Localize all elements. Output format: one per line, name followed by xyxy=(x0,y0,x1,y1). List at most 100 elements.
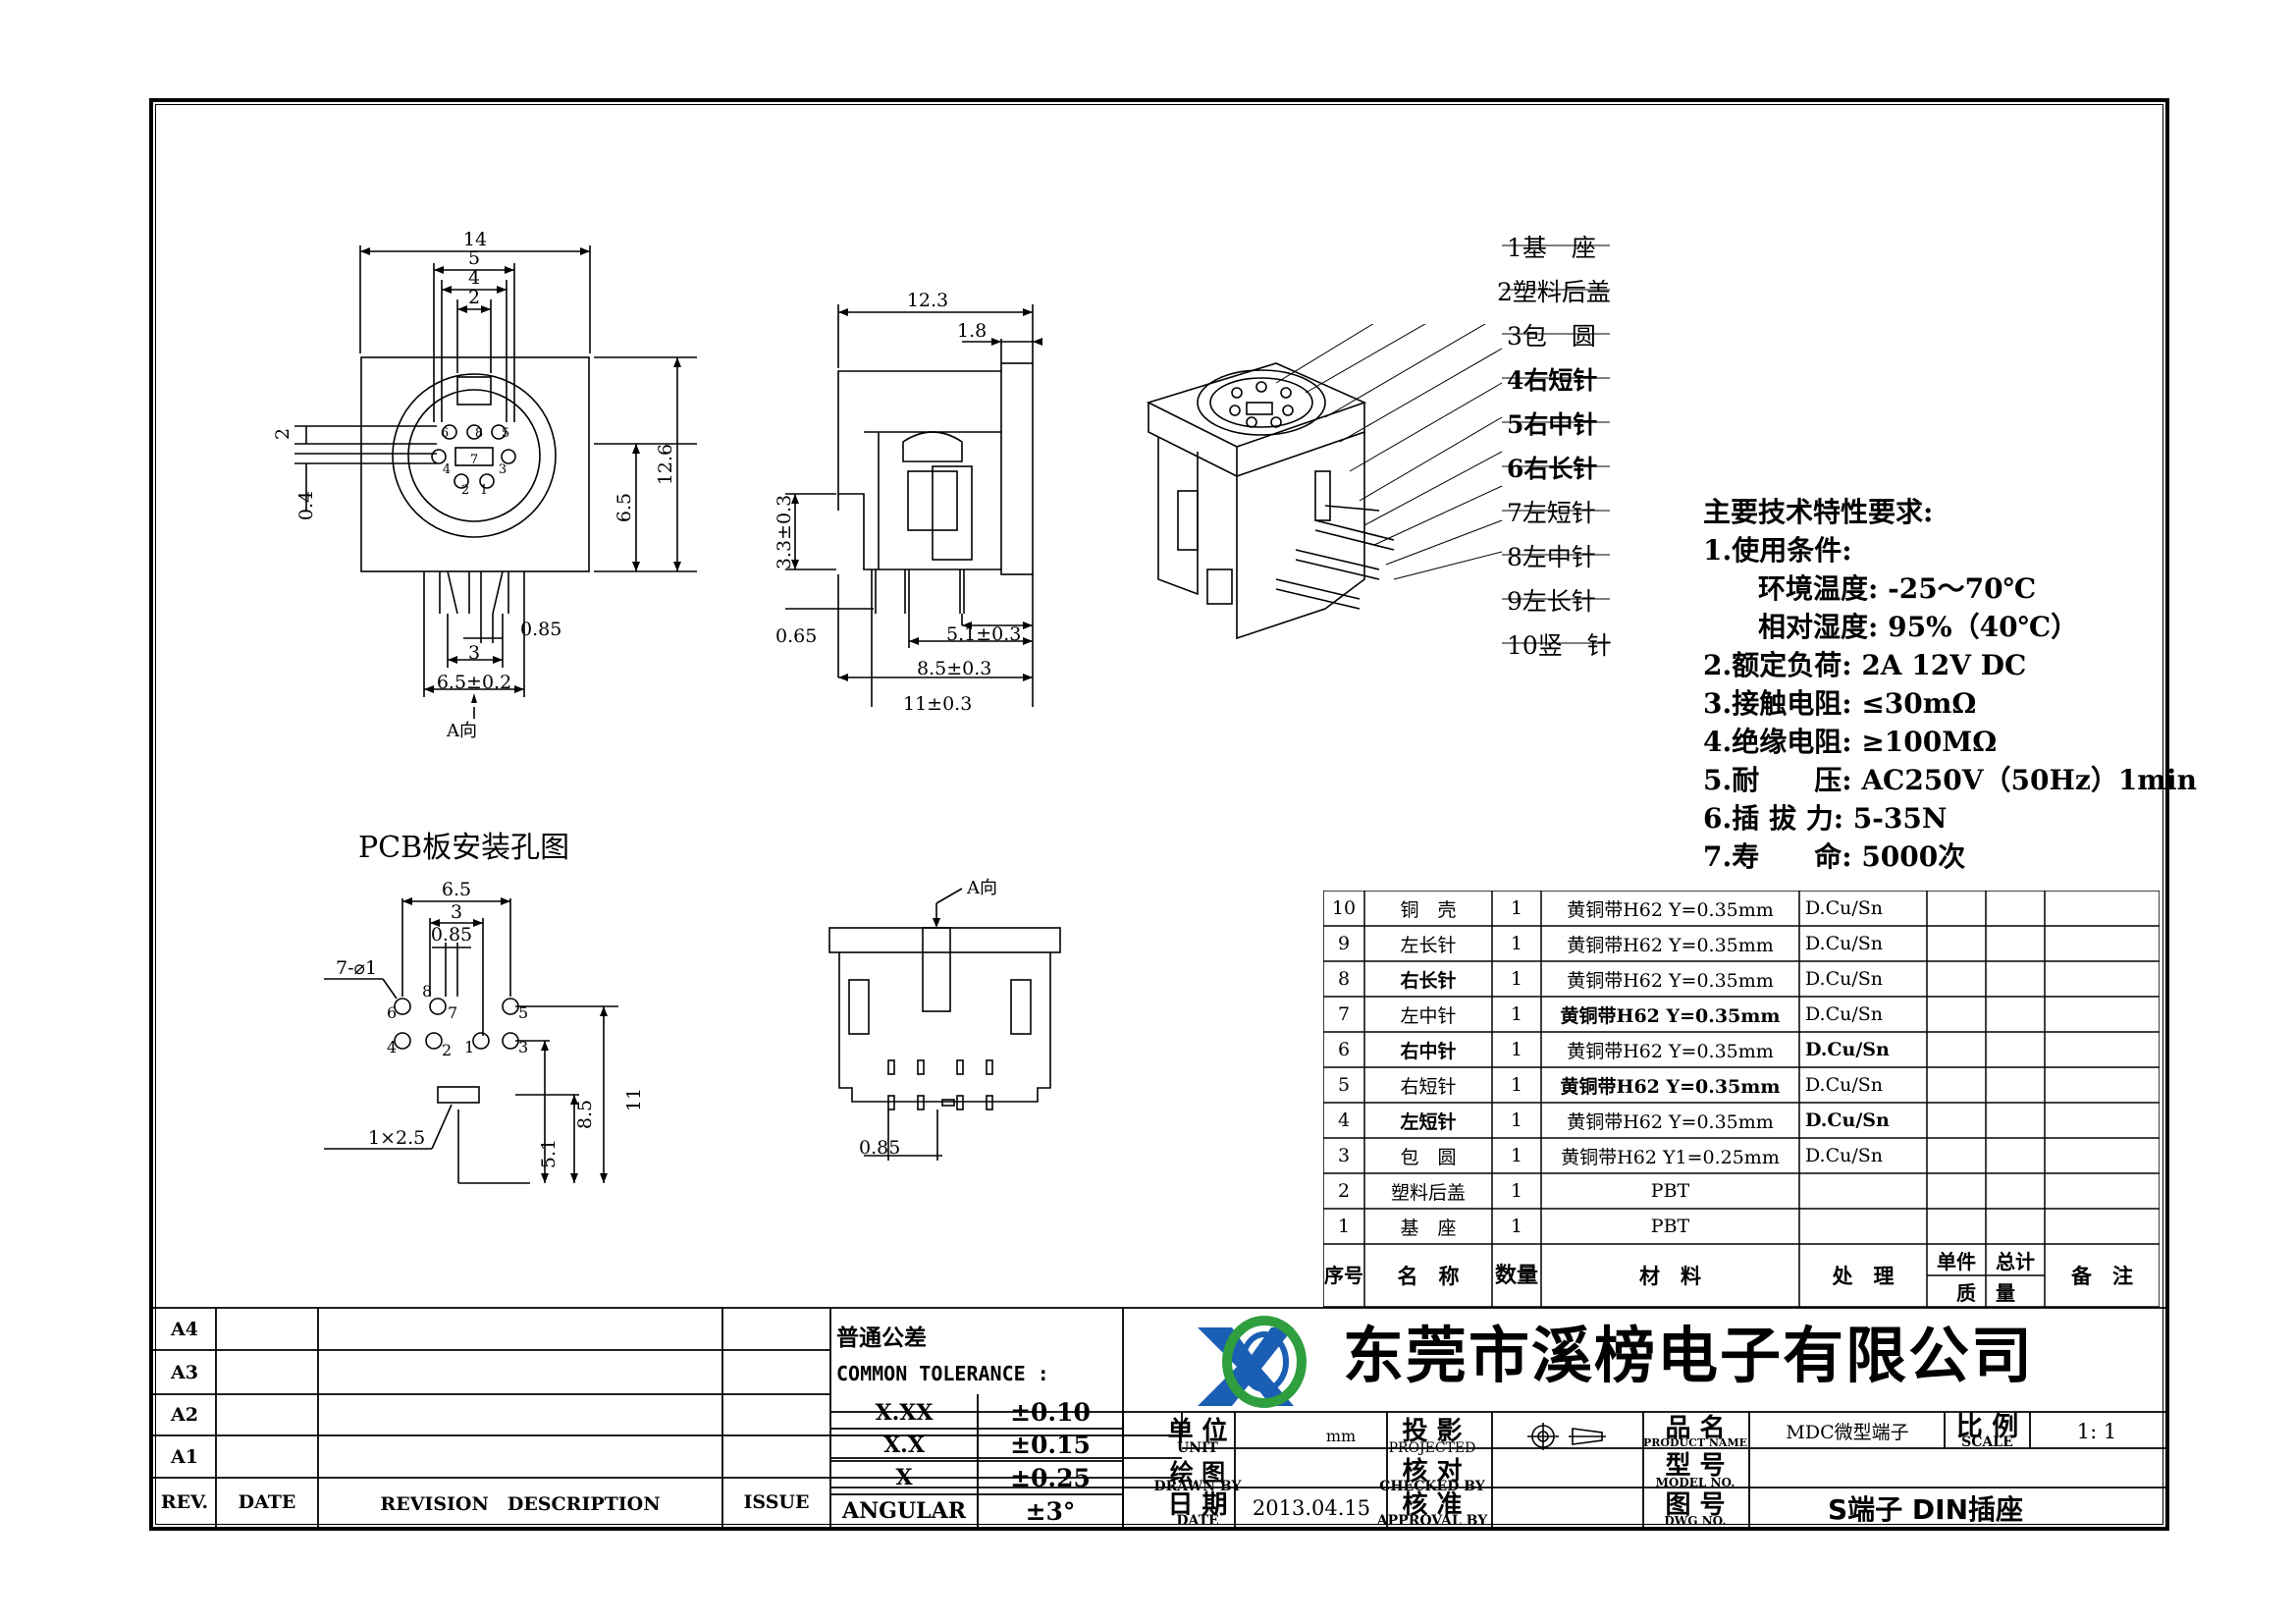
unit-label-cn: 单 位 xyxy=(1167,1416,1228,1446)
bom-qty: 1 xyxy=(1510,1109,1523,1131)
bom-header-material: 材 料 xyxy=(1639,1264,1701,1288)
requirement-line: 2.额定负荷: 2A 12V DC xyxy=(1703,649,2027,681)
bom-name: 塑料后盖 xyxy=(1390,1181,1466,1204)
view-direction-a: A向 xyxy=(446,721,477,741)
product-name-label-cn: 品 名 xyxy=(1665,1413,1726,1443)
unit-value: mm xyxy=(1325,1427,1357,1445)
dim-11: 11±0.3 xyxy=(903,693,972,715)
dim-12-6: 12.6 xyxy=(655,444,676,485)
dim-0-85: 0.85 xyxy=(520,619,561,640)
rev-header-description: REVISION DESCRIPTION xyxy=(380,1492,661,1515)
requirement-line: 相对湿度: 95%（40℃） xyxy=(1703,611,2079,643)
drawn-label: 绘 图 DRAWN BY xyxy=(1127,1458,1268,1494)
bom-header-total-weight: 总计 xyxy=(1996,1249,2035,1273)
dim-8-5: 8.5±0.3 xyxy=(917,658,991,679)
pcb-pin-4: 4 xyxy=(387,1038,397,1056)
bom-header-name: 名 称 xyxy=(1397,1264,1460,1288)
bom-no: 5 xyxy=(1337,1074,1351,1096)
bom-material: 黄铜带H62 Y=0.35mm xyxy=(1567,1040,1774,1062)
bom-material: 黄铜带H62 Y=0.35mm xyxy=(1560,1004,1781,1027)
bom-qty: 1 xyxy=(1510,968,1523,990)
bom-header-weight: 质 量 xyxy=(1956,1280,2015,1305)
bottom-dim-0-85: 0.85 xyxy=(859,1137,900,1159)
bom-qty: 1 xyxy=(1510,1074,1523,1096)
bom-name: 基 座 xyxy=(1400,1217,1457,1239)
bom-name: 右长针 xyxy=(1400,969,1457,992)
pcb-dim-11: 11 xyxy=(623,1088,645,1111)
dim-h2: 2 xyxy=(272,428,294,440)
rev-row-a2: A2 xyxy=(171,1404,198,1426)
dim-6-5: 6.5 xyxy=(614,493,635,522)
dwg-label-en: DWG NO. xyxy=(1664,1514,1727,1528)
bom-table-grid xyxy=(1323,891,2160,1308)
callout-10: 10竖 针 xyxy=(1507,631,1612,660)
date-label-en: DATE xyxy=(1176,1513,1219,1529)
dim-4: 4 xyxy=(468,267,480,289)
date-label: 日 期 DATE xyxy=(1127,1489,1268,1529)
model-label-cn: 型 号 xyxy=(1665,1450,1726,1481)
tolerance-title: 普通公差 xyxy=(836,1325,927,1351)
bom-material: PBT xyxy=(1650,1216,1690,1237)
unit-label: 单 位 UNIT xyxy=(1127,1414,1268,1458)
pcb-dim-8-5: 8.5 xyxy=(574,1100,596,1129)
requirement-line: 环境温度: -25～70℃ xyxy=(1703,572,2037,605)
bom-material: 黄铜带H62 Y=0.35mm xyxy=(1560,1075,1781,1098)
pcb-title: PCB板安装孔图 xyxy=(358,831,570,865)
tolerance-subtitle: COMMON TOLERANCE : xyxy=(836,1362,1049,1385)
dim-1-8: 1.8 xyxy=(957,320,987,342)
dim-0-65: 0.65 xyxy=(775,625,817,647)
dwg-label: 图 号 DWG NO. xyxy=(1643,1489,1747,1529)
requirement-line: 4.绝缘电阻: ≥100MΩ xyxy=(1703,726,1998,758)
callout-1: 1基 座 xyxy=(1507,234,1596,262)
bom-finish: D.Cu/Sn xyxy=(1805,1003,1884,1025)
projection-label: 投 影 PROJECTED xyxy=(1376,1414,1488,1458)
checked-label-cn: 核 对 xyxy=(1402,1456,1463,1487)
bom-finish: D.Cu/Sn xyxy=(1805,1109,1890,1131)
tolerance-angular-value: ±3° xyxy=(1025,1496,1076,1526)
checked-label-en: CHECKED BY xyxy=(1379,1479,1485,1494)
pcb-pin-7: 7 xyxy=(448,1003,457,1022)
approval-label: 核 准 APPROVAL BY xyxy=(1376,1489,1488,1529)
bom-no: 9 xyxy=(1337,933,1351,954)
bom-name: 铜 壳 xyxy=(1400,898,1457,921)
isometric-view-drawing xyxy=(1146,324,1503,640)
rev-header-rev: REV. xyxy=(160,1491,209,1513)
bom-name: 右短针 xyxy=(1400,1075,1457,1098)
bom-material: PBT xyxy=(1650,1180,1690,1202)
pin-label-4: 4 xyxy=(443,462,451,477)
callout-4: 4右短针 xyxy=(1507,366,1598,395)
bom-qty: 1 xyxy=(1510,1216,1523,1237)
bottom-view-direction: A向 xyxy=(966,878,997,898)
bottom-view-drawing: A向 0.85 xyxy=(828,878,1061,1161)
unit-label-en: UNIT xyxy=(1177,1440,1218,1456)
pcb-pin-5: 5 xyxy=(518,1003,528,1022)
callout-leader-lines xyxy=(1502,244,1610,644)
tolerance-xxx-value: ±0.10 xyxy=(1010,1398,1091,1427)
pcb-pin-1: 1 xyxy=(464,1038,474,1056)
tolerance-xxx: X.XX xyxy=(875,1399,934,1426)
scale-label-en: SCALE xyxy=(1961,1434,2013,1450)
requirement-line: 5.耐 压: AC250V（50Hz）1min xyxy=(1703,764,2197,796)
pcb-slot-spec: 1×2.5 xyxy=(368,1127,425,1149)
callout-9: 9左长针 xyxy=(1507,587,1596,616)
bom-finish: D.Cu/Sn xyxy=(1805,968,1884,990)
requirement-line: 3.接触电阻: ≤30mΩ xyxy=(1703,687,1977,720)
dwg-value: S端子 DIN插座 xyxy=(1828,1493,2024,1526)
bom-material: 黄铜带H62 Y=0.35mm xyxy=(1567,934,1774,956)
bom-header-note: 备 注 xyxy=(2071,1264,2133,1288)
bom-finish: D.Cu/Sn xyxy=(1805,1145,1884,1166)
bom-finish: D.Cu/Sn xyxy=(1805,1074,1884,1096)
approval-label-cn: 核 准 xyxy=(1402,1489,1463,1520)
tolerance-xx-value: ±0.15 xyxy=(1010,1431,1091,1459)
approval-label-en: APPROVAL BY xyxy=(1376,1513,1488,1529)
pcb-dim-6-5: 6.5 xyxy=(442,879,471,900)
bom-no: 3 xyxy=(1337,1145,1351,1166)
bom-no: 7 xyxy=(1337,1003,1351,1025)
bom-qty: 1 xyxy=(1510,1145,1523,1166)
pcb-pin-3: 3 xyxy=(518,1038,528,1056)
bom-name: 左中针 xyxy=(1400,1004,1457,1027)
bom-name: 包 圆 xyxy=(1400,1146,1457,1168)
tolerance-x: X xyxy=(895,1465,913,1490)
pin-label-3: 3 xyxy=(499,462,507,477)
bom-finish: D.Cu/Sn xyxy=(1805,897,1884,919)
